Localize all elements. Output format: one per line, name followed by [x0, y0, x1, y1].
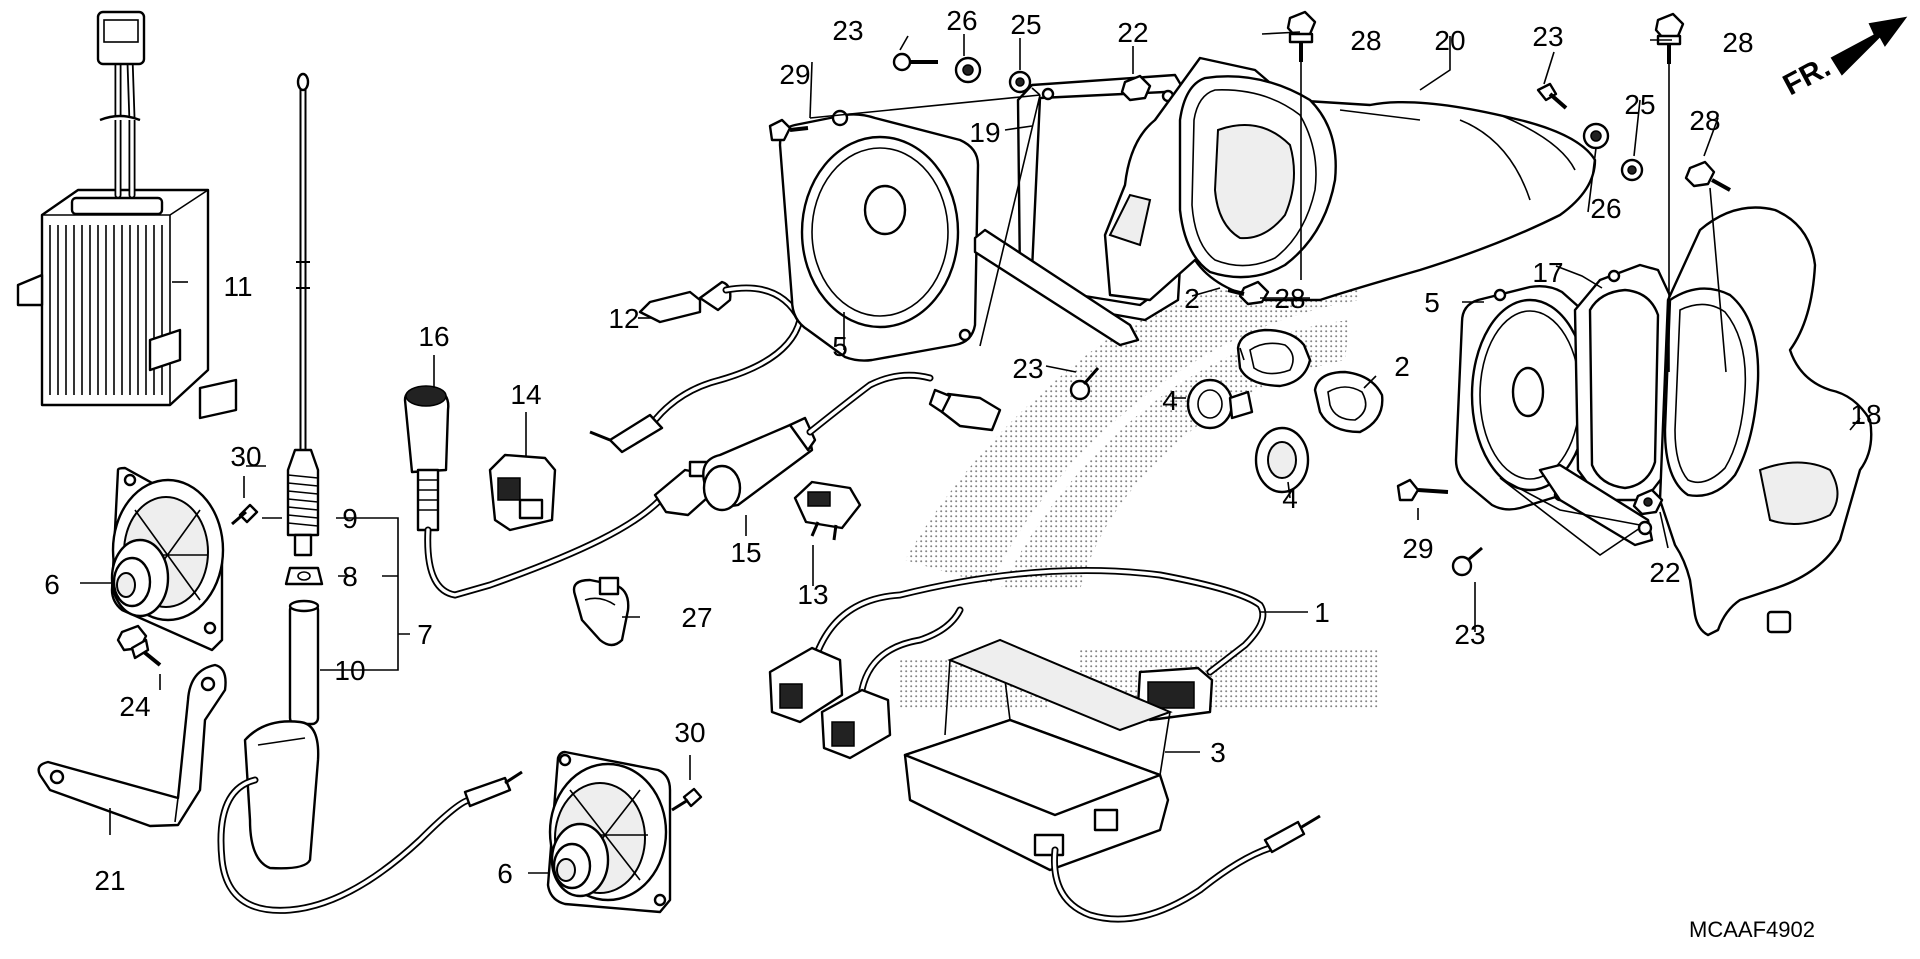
callout-22-right: 22: [1649, 557, 1680, 588]
part-22-nut-top[interactable]: [1120, 74, 1152, 102]
callout-28-right: 28: [1689, 105, 1720, 136]
watermark-logo: [900, 265, 1380, 710]
part-15-socket-cable[interactable]: [702, 371, 1002, 512]
callout-21: 21: [94, 865, 125, 896]
part-16-plug-cable[interactable]: [403, 385, 718, 599]
callout-23-top: 23: [832, 15, 863, 46]
part-27-clamp[interactable]: [572, 576, 630, 647]
callout-1: 1: [1314, 597, 1330, 628]
part-26-collar-right[interactable]: [1582, 122, 1610, 150]
callout-28-mid: 28: [1274, 283, 1305, 314]
callout-15: 15: [730, 537, 761, 568]
callout-3: 3: [1210, 737, 1226, 768]
front-direction-indicator: FR.: [1778, 16, 1908, 102]
part-22-nut-right[interactable]: [1632, 488, 1664, 516]
callout-2-a: 2: [1184, 283, 1200, 314]
callout-4-b: 4: [1282, 483, 1298, 514]
part-2-grommet-b[interactable]: [1313, 370, 1384, 434]
callout-27: 27: [681, 602, 712, 633]
callout-14: 14: [510, 379, 541, 410]
callout-11: 11: [223, 271, 252, 302]
part-2-grommet-a[interactable]: [1236, 328, 1312, 388]
callout-6-lower: 6: [497, 858, 513, 889]
callout-23-mid: 23: [1012, 353, 1043, 384]
part-13-connector[interactable]: [793, 480, 862, 541]
diagram-code: MCAAF4902: [1689, 917, 1815, 942]
part-30-screw-lower[interactable]: [671, 787, 703, 812]
part-29-bolt-left[interactable]: [768, 118, 809, 142]
part-26-collar-top[interactable]: [954, 56, 982, 84]
callout-26-top: 26: [946, 5, 977, 36]
part-28-bolt-top-right[interactable]: [1654, 12, 1685, 64]
callout-25-top: 25: [1010, 9, 1041, 40]
part-25-nut-right[interactable]: [1620, 158, 1644, 182]
callout-24: 24: [119, 691, 150, 722]
callout-22-top: 22: [1117, 17, 1148, 48]
callout-12: 12: [608, 303, 639, 334]
callout-6-upper: 6: [44, 569, 60, 600]
part-30-screw-upper[interactable]: [231, 503, 259, 526]
part-11-amplifier[interactable]: [16, 10, 238, 420]
part-18-speaker-box-right[interactable]: [1658, 206, 1873, 637]
part-7-antenna-assembly[interactable]: [217, 72, 523, 914]
callout-17: 17: [1532, 257, 1563, 288]
part-24-bolt[interactable]: [116, 624, 162, 667]
callout-30-lower: 30: [674, 717, 705, 748]
callout-5-right: 5: [1424, 287, 1440, 318]
part-1-harness[interactable]: [768, 567, 1267, 760]
callout-25-right: 25: [1624, 89, 1655, 120]
callout-20: 20: [1434, 25, 1465, 56]
part-12-cable[interactable]: [589, 280, 804, 454]
part-4-grommet-b[interactable]: [1254, 426, 1310, 494]
callout-5-left: 5: [832, 331, 848, 362]
callout-4-a: 4: [1162, 385, 1178, 416]
part-3-control-unit[interactable]: [903, 638, 1321, 923]
part-28-bolt-right[interactable]: [1684, 160, 1731, 192]
callout-29-left: 29: [779, 59, 810, 90]
part-14-switch[interactable]: [488, 453, 557, 532]
callout-26-right: 26: [1590, 193, 1621, 224]
part-25-nut-top[interactable]: [1008, 70, 1032, 94]
callout-28-top-right: 28: [1722, 27, 1753, 58]
callout-29-right: 29: [1402, 533, 1433, 564]
part-4-grommet-a[interactable]: [1186, 378, 1254, 430]
callout-13: 13: [797, 579, 828, 610]
part-23-screw-right-low[interactable]: [1451, 546, 1483, 577]
part-23-screw-top[interactable]: [892, 52, 938, 72]
part-28-bolt-top-left[interactable]: [1286, 10, 1317, 62]
part-6-speaker-lower[interactable]: [546, 750, 672, 914]
front-arrow-icon: [1830, 16, 1908, 76]
part-23-screw-mid[interactable]: [1069, 367, 1100, 401]
part-5-speaker-left[interactable]: [778, 109, 980, 362]
leader-lines: [80, 31, 1861, 874]
part-5-speaker-right[interactable]: [1454, 284, 1594, 511]
part-17-spacer-right[interactable]: [1538, 263, 1674, 547]
part-23-screw-right-top[interactable]: [1536, 82, 1568, 110]
callout-23-right-low: 23: [1454, 619, 1485, 650]
callout-30-upper: 30: [230, 441, 261, 472]
part-21-bracket[interactable]: [37, 663, 227, 828]
callout-7: 7: [417, 619, 433, 650]
callout-labels: 11 30 9 8 7 10 6 24 21 6 30 12 16 14 15 …: [44, 5, 1881, 896]
callout-19: 19: [969, 117, 1000, 148]
callout-18: 18: [1850, 399, 1881, 430]
part-6-speaker-upper[interactable]: [110, 466, 225, 652]
callout-16: 16: [418, 321, 449, 352]
front-label: FR.: [1778, 50, 1836, 102]
callout-8: 8: [342, 561, 358, 592]
callout-10: 10: [334, 655, 365, 686]
callout-28-top-left: 28: [1350, 25, 1381, 56]
part-29-bolt-right[interactable]: [1396, 478, 1449, 502]
callout-2-b: 2: [1394, 351, 1410, 382]
callout-9: 9: [342, 503, 358, 534]
callout-23-right-top: 23: [1532, 21, 1563, 52]
part-20-speaker-box-left[interactable]: [1103, 56, 1597, 302]
